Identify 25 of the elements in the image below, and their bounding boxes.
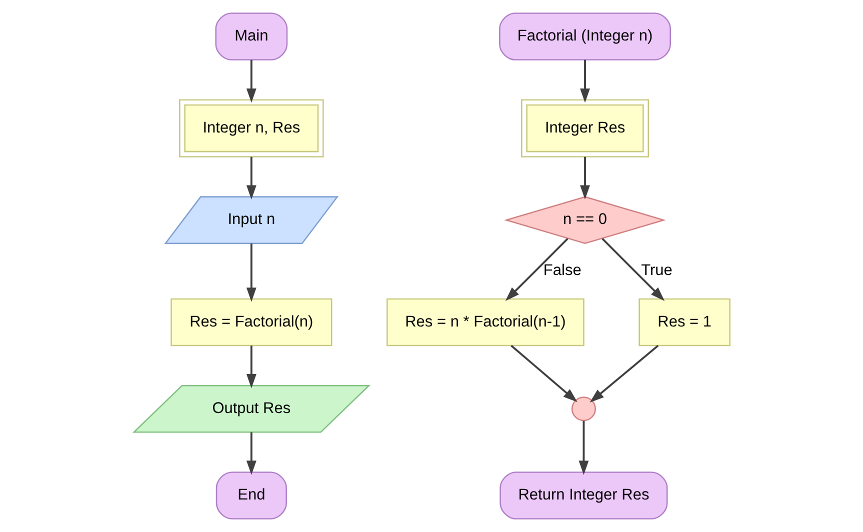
- arrow: [246, 346, 256, 388]
- arrow: [246, 432, 256, 475]
- arrow: [246, 60, 256, 103]
- arrow: [504, 238, 568, 302]
- node-box: Res = 1: [638, 298, 730, 346]
- arrow: [246, 156, 256, 200]
- node-box: Main: [214, 12, 288, 60]
- node-diamond: n == 0: [504, 196, 666, 244]
- arrow: [589, 344, 658, 403]
- arrow: [601, 238, 664, 302]
- node-box: Return Integer Res: [499, 472, 668, 520]
- node-box: Res = n * Factorial(n-1): [386, 298, 584, 346]
- arrow: [246, 244, 256, 302]
- node-box: Res = Factorial(n): [170, 298, 332, 346]
- arrow: [580, 60, 590, 103]
- node-box: Factorial (Integer n): [498, 12, 670, 60]
- edge-label: False: [542, 262, 581, 280]
- edge-label: True: [640, 262, 672, 280]
- arrow: [580, 156, 590, 200]
- arrow: [510, 344, 577, 402]
- node-box: Integer n, Res: [178, 99, 324, 158]
- node-box: Integer Res: [520, 99, 649, 158]
- node-circle: [570, 396, 596, 422]
- arrow: [578, 420, 588, 475]
- node-box: End: [215, 472, 286, 520]
